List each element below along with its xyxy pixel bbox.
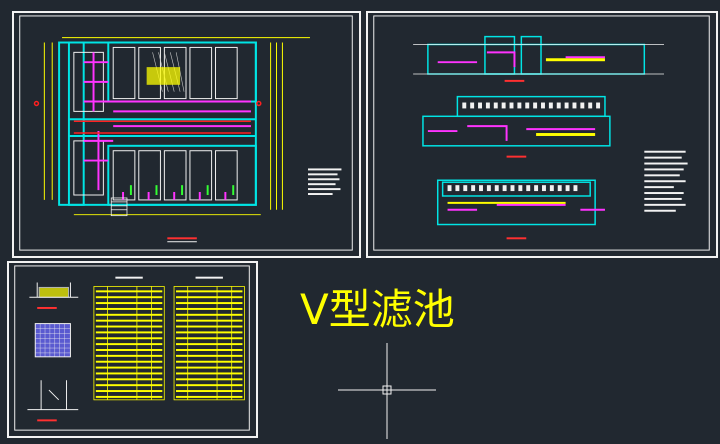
sheet-details-and-tables[interactable] [7,261,258,438]
section-views-drawing [373,15,710,251]
plan-view-drawing [19,15,353,251]
drawing-title: V型滤池 [300,285,455,334]
details-and-tables-drawing [14,265,250,431]
crosshair-cursor-icon[interactable] [338,343,436,439]
sheet-plan-view[interactable] [12,11,361,258]
sheet-section-views[interactable] [366,11,718,258]
